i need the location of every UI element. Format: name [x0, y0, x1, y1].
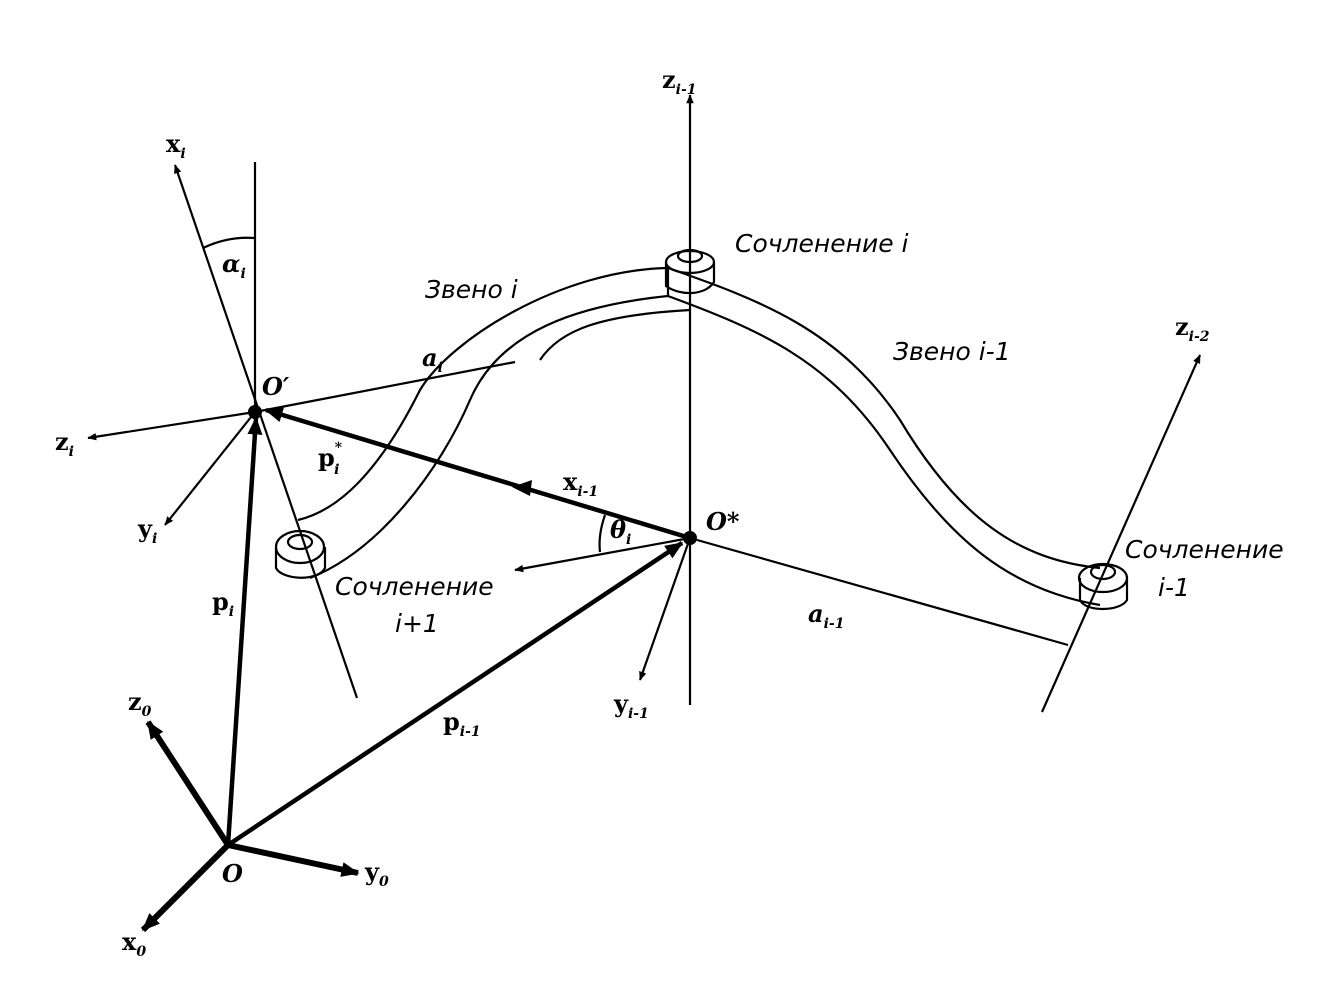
- o-prime-point: [248, 405, 262, 419]
- x-i-minus-1-arrowhead: [512, 480, 532, 496]
- label-origin: O: [222, 859, 243, 888]
- label-z-i-minus-1: zi-1: [662, 65, 697, 98]
- p-i-star-vector: [264, 407, 691, 541]
- label-o-prime: O′: [262, 372, 290, 401]
- theta-i-arc: [598, 514, 607, 553]
- label-x0: x0: [122, 927, 146, 960]
- label-x-i-minus-1: xi-1: [563, 467, 598, 500]
- label-joint-i-minus-1-line1: Сочленение: [1125, 535, 1284, 564]
- z-i-minus-2-axis: [1040, 354, 1202, 713]
- label-x-i: xi: [166, 129, 186, 162]
- label-p-i-minus-1: pi-1: [443, 707, 481, 740]
- label-a-i: ai: [422, 343, 443, 376]
- label-link-i: Звено i: [425, 275, 518, 304]
- label-link-i-minus-1: Звено i-1: [893, 337, 1011, 366]
- y0-axis: [227, 842, 360, 877]
- x-i-axis: [173, 164, 359, 699]
- label-z0: z0: [128, 687, 152, 720]
- label-joint-i-plus-1-line2: i+1: [395, 609, 439, 638]
- label-p-i-star: p*i: [318, 440, 343, 478]
- alpha-i-arc: [202, 236, 256, 249]
- link-i-minus-1-body: [666, 266, 1129, 611]
- label-theta-i: θi: [610, 515, 631, 548]
- label-a-i-minus-1: ai-1: [808, 599, 844, 632]
- label-y-i: yi: [137, 514, 157, 547]
- label-y0: y0: [364, 857, 389, 890]
- y-i-axis: [164, 411, 256, 526]
- label-joint-i-plus-1-line1: Сочленение: [335, 572, 494, 601]
- o-star-horizontal-axis: [514, 536, 691, 573]
- a-i-line: [254, 360, 516, 414]
- y-i-minus-1-axis: [638, 537, 692, 681]
- label-z-i: zi: [55, 427, 74, 460]
- label-o-star: O*: [706, 507, 740, 536]
- label-alpha-i: αi: [222, 249, 246, 282]
- z-i-axis: [87, 410, 256, 441]
- o-star-point: [683, 531, 697, 545]
- label-y-i-minus-1: yi-1: [613, 689, 649, 722]
- p-i-minus-1-vector: [226, 541, 684, 847]
- label-joint-i-minus-1-line2: i-1: [1158, 573, 1190, 602]
- label-p-i: pi: [212, 587, 234, 620]
- label-z-i-minus-2: zi-2: [1175, 312, 1210, 345]
- a-i-minus-1-line: [689, 536, 1069, 647]
- p-i-vector: [225, 416, 263, 846]
- label-joint-i: Сочленение i: [735, 229, 909, 258]
- x0-axis: [140, 842, 231, 933]
- z0-axis: [145, 720, 231, 847]
